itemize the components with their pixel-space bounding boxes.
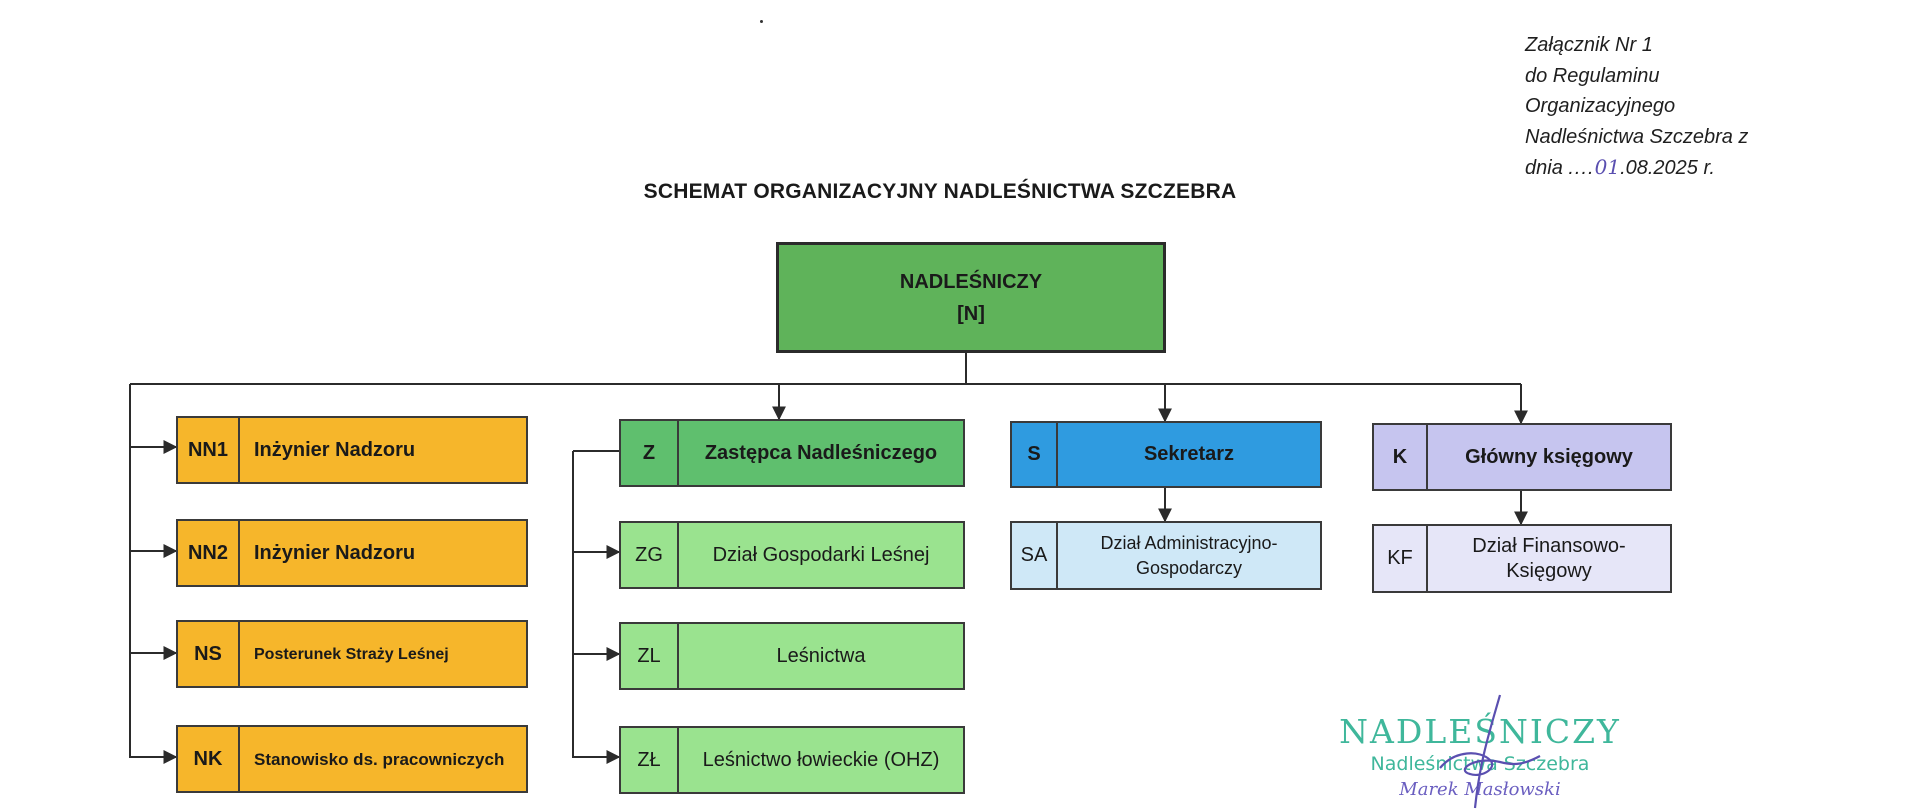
signature-scribble	[1439, 694, 1541, 809]
node-nk: NK Stanowisko ds. pracowniczych	[176, 725, 528, 793]
scan-speck	[760, 20, 763, 23]
node-secretary-name: Sekretarz	[1143, 443, 1235, 465]
node-zl-hunting-name: Leśnictwo łowieckie (OHZ)	[702, 748, 940, 771]
node-nn1-name: Inżynier Nadzoru	[254, 438, 416, 461]
node-deputy-name: Zastępca Nadleśniczego	[704, 441, 938, 464]
annex-line-3: Organizacyjnego	[1525, 95, 1676, 117]
stamp-title: NADLEŚNICZY	[1339, 712, 1621, 751]
node-secretary-code: S	[1012, 423, 1058, 486]
annex-date-dots: ....	[1568, 157, 1595, 179]
chart-title: SCHEMAT ORGANIZACYJNY NADLEŚNICTWA SZCZE…	[643, 180, 1237, 203]
annex-line-4: Nadleśnictwa Szczebra z	[1525, 125, 1749, 148]
node-zg-code: ZG	[621, 523, 679, 587]
node-nn1-code: NN1	[178, 418, 240, 482]
stamp-person: Marek Masłowski	[1399, 779, 1561, 800]
node-kf-code: KF	[1374, 526, 1428, 591]
annex-line-2: do Regulaminu	[1525, 64, 1660, 87]
node-accountant-code: K	[1374, 425, 1428, 489]
node-ns-name: Posterunek Straży Leśnej	[254, 645, 449, 663]
node-sa: SA Dział Administracyjno-Gospodarczy	[1010, 521, 1322, 590]
node-kf-name: Dział Finansowo-Księgowy	[1472, 534, 1626, 582]
node-nn2-code: NN2	[178, 521, 240, 585]
annex-date-handwritten-day: 01	[1594, 155, 1621, 179]
node-zl: ZL Leśnictwa	[619, 622, 965, 690]
node-nadlesniczy-name: NADLEŚNICZY	[899, 270, 1043, 293]
node-nk-code: NK	[178, 727, 240, 791]
node-nn1: NN1 Inżynier Nadzoru	[176, 416, 528, 484]
annex-line-5: dnia ....01.08.2025 r.	[1525, 152, 1845, 184]
annex-note: Załącznik Nr 1 do Regulaminu Organizacyj…	[1525, 30, 1845, 184]
node-sa-name: Dział Administracyjno-Gospodarczy	[1100, 532, 1278, 578]
node-nadlesniczy-code: [N]	[957, 302, 985, 325]
node-zl-code: ZL	[621, 624, 679, 688]
node-zl-hunting: ZŁ Leśnictwo łowieckie (OHZ)	[619, 726, 965, 794]
node-nk-name: Stanowisko ds. pracowniczych	[254, 749, 505, 769]
node-secretary: S Sekretarz	[1010, 421, 1322, 488]
node-ns: NS Posterunek Straży Leśnej	[176, 620, 528, 688]
node-ns-code: NS	[178, 622, 240, 686]
node-deputy: Z Zastępca Nadleśniczego	[619, 419, 965, 487]
node-deputy-code: Z	[621, 421, 679, 485]
node-zl-name: Leśnictwa	[776, 644, 866, 667]
node-kf: KF Dział Finansowo-Księgowy	[1372, 524, 1672, 593]
annex-date-prefix: dnia	[1525, 157, 1569, 179]
node-nadlesniczy: NADLEŚNICZY [N]	[776, 242, 1166, 353]
node-nn2-name: Inżynier Nadzoru	[254, 541, 416, 564]
node-accountant-name: Główny księgowy	[1465, 445, 1633, 468]
node-zg-name: Dział Gospodarki Leśnej	[712, 543, 930, 566]
node-sa-code: SA	[1012, 523, 1058, 588]
node-zg: ZG Dział Gospodarki Leśnej	[619, 521, 965, 589]
node-accountant: K Główny księgowy	[1372, 423, 1672, 491]
annex-date-suffix: .08.2025 r.	[1620, 157, 1715, 179]
annex-line-1: Załącznik Nr 1	[1525, 34, 1653, 56]
node-nn2: NN2 Inżynier Nadzoru	[176, 519, 528, 587]
node-zl-hunting-code: ZŁ	[621, 728, 679, 792]
